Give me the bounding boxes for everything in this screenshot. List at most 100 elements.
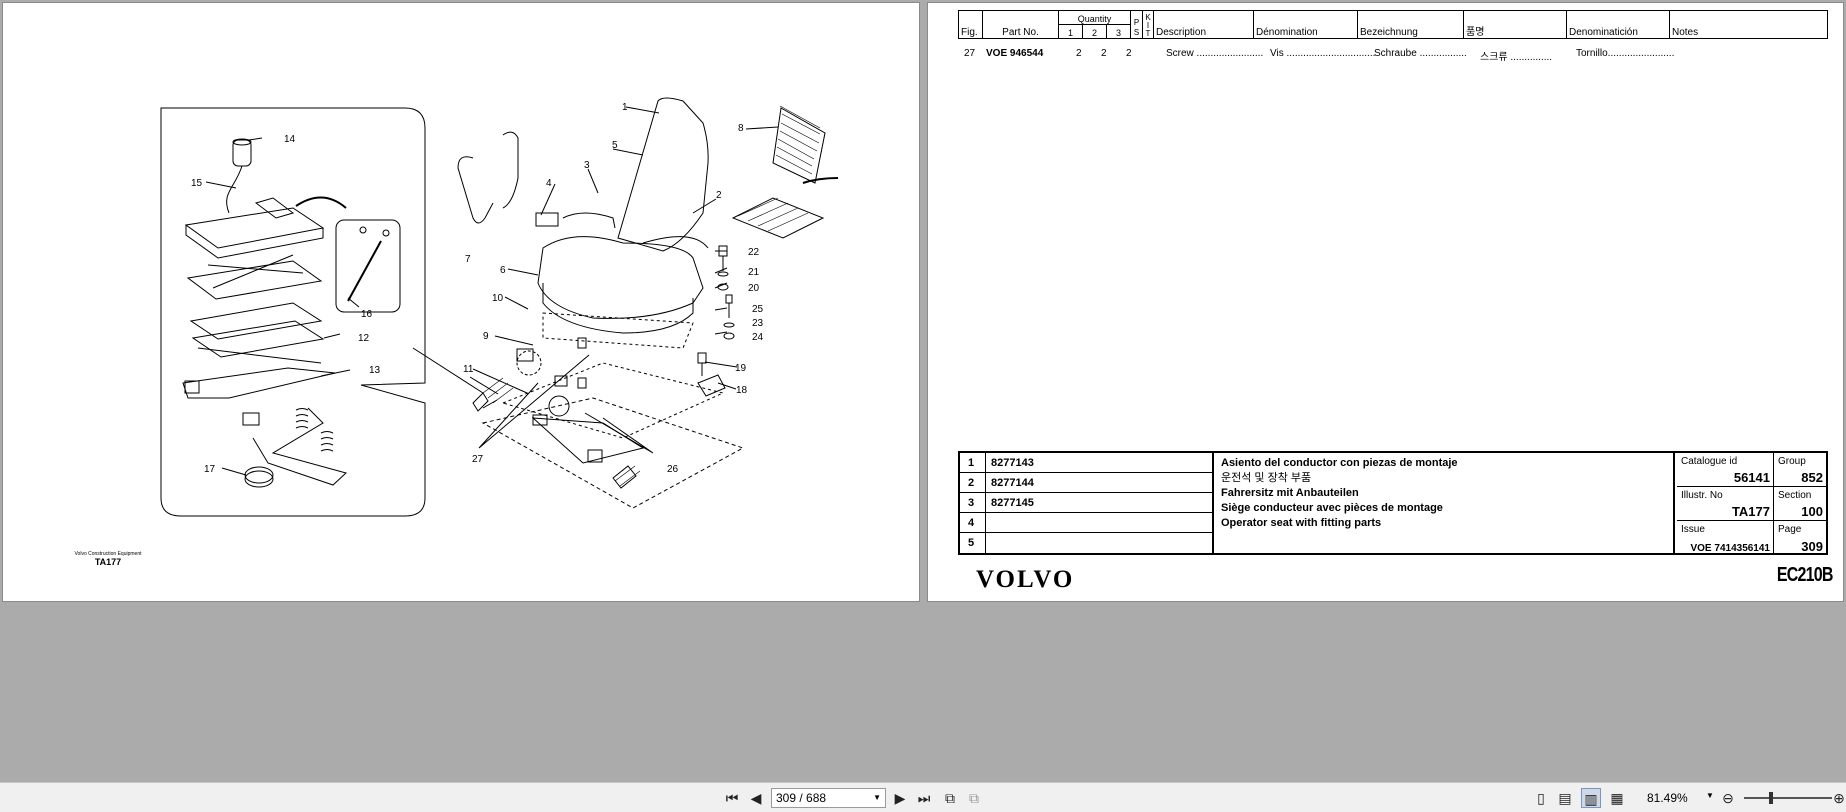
title-de: Fahrersitz mit Anbauteilen [1221, 487, 1359, 499]
previous-page-icon: ◀ [750, 790, 762, 806]
title-ko: 운전석 및 장착 부품 [1221, 472, 1312, 484]
callout-3: 3 [584, 160, 590, 171]
callout-26: 26 [667, 464, 679, 475]
header-part-no: Part No. [982, 10, 1059, 39]
callout-17: 17 [204, 464, 216, 475]
seat-exploded-diagram: 1 2 3 4 5 6 7 8 9 10 11 12 13 14 15 16 1… [160, 97, 839, 517]
row-denominacion: Tornillo........................ [1576, 48, 1675, 59]
facing-pages-icon: ▥ [1584, 791, 1598, 807]
callout-23: 23 [752, 318, 764, 329]
callout-24: 24 [752, 332, 764, 343]
zoom-slider-thumb[interactable] [1769, 792, 1774, 804]
row-q2: 2 [1101, 48, 1107, 59]
header-denominacion: Denominatición [1566, 10, 1670, 39]
single-page-icon: ▯ [1537, 790, 1545, 806]
title-translations: Asiento del conductor con piezas de mont… [1216, 453, 1675, 553]
header-bezeichnung: Bezeichnung [1357, 10, 1464, 39]
header-notes: Notes [1669, 10, 1828, 39]
header-q3: 3 [1106, 24, 1131, 39]
callout-7: 7 [465, 254, 471, 265]
next-page-button[interactable]: ▶ [890, 788, 910, 808]
zoom-in-button[interactable]: ⊕ [1832, 788, 1846, 808]
callout-labels: 1 2 3 4 5 6 7 8 9 10 11 12 13 14 15 16 1… [191, 102, 764, 475]
go-back-view-button[interactable]: ⧉ [940, 788, 960, 808]
page-number-display: 309 / 688 [776, 791, 827, 805]
row-q1: 2 [1076, 48, 1082, 59]
callout-14: 14 [284, 134, 296, 145]
last-page-button[interactable]: ⏭ [914, 788, 934, 808]
left-page: 1 2 3 4 5 6 7 8 9 10 11 12 13 14 15 16 1… [2, 2, 920, 602]
viewer-toolbar: ⏮ ◀ 309 / 688 ▼ ▶ ⏭ ⧉ ⧉ ▯ ▤ ▥ ▦ 81.49% ▼… [0, 782, 1846, 812]
callout-21: 21 [748, 267, 760, 278]
continuous-facing-view-button[interactable]: ▦ [1607, 788, 1627, 808]
zoom-out-icon: ⊖ [1722, 790, 1734, 806]
callout-27: 27 [472, 454, 484, 465]
continuous-page-icon: ▤ [1558, 790, 1572, 806]
drawing-caption: Volvo Construction Equipment TA177 [73, 551, 143, 568]
facing-pages-view-button[interactable]: ▥ [1581, 788, 1601, 808]
callout-22: 22 [748, 247, 760, 258]
row-description: Screw ........................ [1166, 48, 1264, 59]
row-korean: 스크류 ............... [1480, 52, 1553, 63]
header-quantity: Quantity [1058, 10, 1131, 25]
zoom-slider[interactable] [1744, 792, 1832, 804]
callout-20: 20 [748, 283, 760, 294]
next-page-icon: ▶ [894, 790, 906, 806]
callout-19: 19 [735, 363, 747, 374]
callout-25: 25 [752, 304, 764, 315]
go-forward-view-button[interactable]: ⧉ [964, 788, 984, 808]
zoom-level: 81.49% [1647, 791, 1688, 805]
callout-6: 6 [500, 265, 506, 276]
header-denomination: Dénomination [1253, 10, 1358, 39]
callout-13: 13 [369, 365, 381, 376]
row-q3: 2 [1126, 48, 1132, 59]
callout-1: 1 [622, 102, 628, 113]
forward-view-icon: ⧉ [969, 790, 979, 806]
title-fr: Siège conducteur avec pièces de montage [1221, 502, 1443, 514]
callout-9: 9 [483, 331, 489, 342]
continuous-facing-icon: ▦ [1610, 790, 1624, 806]
caption-brand: Volvo Construction Equipment [74, 551, 142, 557]
callout-11: 11 [463, 364, 474, 375]
callout-2: 2 [716, 190, 722, 201]
variant-row: 5 [960, 533, 1214, 553]
previous-page-button[interactable]: ◀ [746, 788, 766, 808]
back-view-icon: ⧉ [945, 790, 955, 806]
header-kit: K I T [1142, 10, 1154, 39]
zoom-out-button[interactable]: ⊖ [1718, 788, 1738, 808]
header-q1: 1 [1058, 24, 1083, 39]
first-page-button[interactable]: ⏮ [722, 788, 742, 808]
callout-5: 5 [612, 140, 618, 151]
chevron-down-icon: ▼ [873, 793, 881, 802]
variant-row: 4 [960, 513, 1214, 533]
single-page-view-button[interactable]: ▯ [1531, 788, 1551, 808]
callout-8: 8 [738, 123, 744, 134]
row-part-no: VOE 946544 [986, 48, 1044, 59]
callout-15: 15 [191, 178, 203, 189]
continuous-view-button[interactable]: ▤ [1555, 788, 1575, 808]
callout-18: 18 [736, 385, 748, 396]
last-page-icon: ⏭ [917, 790, 931, 806]
title-es: Asiento del conductor con piezas de mont… [1221, 457, 1458, 469]
zoom-dropdown-icon[interactable]: ▼ [1706, 791, 1714, 800]
row-fig: 27 [964, 48, 976, 59]
callout-10: 10 [492, 293, 504, 304]
header-korean: 품명 [1463, 10, 1567, 39]
callout-12: 12 [358, 333, 370, 344]
title-en: Operator seat with fitting parts [1221, 517, 1382, 529]
page-select[interactable]: 309 / 688 ▼ [771, 788, 886, 808]
row-denomination: Vis ................................ [1270, 48, 1376, 59]
